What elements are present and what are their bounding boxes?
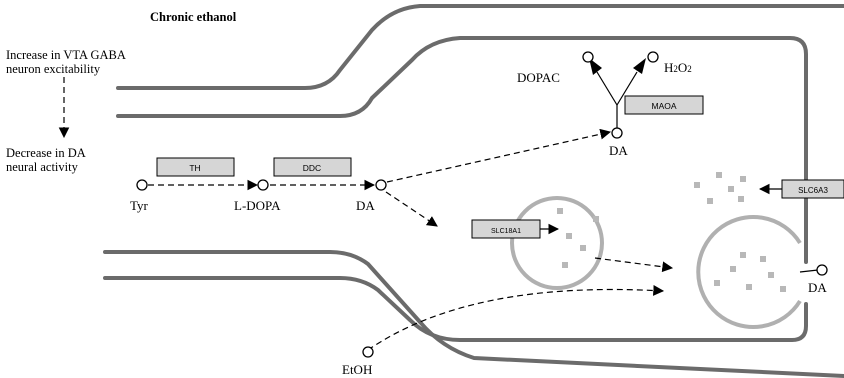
th-label: TH (189, 163, 200, 173)
note-top-line2: neuron excitability (6, 62, 101, 76)
synaptic-vesicle (510, 196, 604, 290)
diagram-title: Chronic ethanol (150, 10, 237, 24)
da-main-node (375, 179, 387, 191)
th-box (156, 157, 235, 177)
slc18a1-box (471, 219, 541, 239)
da-to-vesicle-arrow (385, 191, 438, 227)
da-synapse-node (816, 264, 828, 276)
da-main-label: DA (356, 198, 375, 213)
slc6a3-label: SLC6A3 (798, 186, 828, 195)
ldopa-label: L-DOPA (234, 198, 281, 213)
metabolite-nodes (136, 51, 828, 358)
da-cyto-node (611, 127, 623, 139)
tyr-node (136, 179, 148, 191)
note-bottom-line2: neural activity (6, 160, 79, 174)
enzyme-boxes (156, 95, 844, 239)
etoh-label: EtOH (342, 362, 372, 377)
dopac-arrowhead (589, 58, 602, 75)
etoh-arrow (367, 285, 665, 351)
da-cyto-label: DA (609, 143, 628, 158)
da-synapse-label: DA (808, 280, 827, 295)
maoa-box (624, 95, 704, 115)
reaction-arrows (58, 77, 674, 351)
da-to-cytosol-arrow (386, 128, 612, 183)
dopamine-granules (557, 172, 786, 292)
tyr-label: Tyr (130, 198, 149, 213)
h2o2-label: H2O2 (664, 60, 692, 75)
ldopa-node (257, 179, 269, 191)
ddc-label: DDC (303, 163, 321, 173)
slc18a1-label: SLC18A1 (491, 228, 521, 235)
axon-inner-top-wall (116, 36, 808, 264)
slc6a3-box (781, 179, 844, 199)
maoa-label: MAOA (651, 101, 676, 111)
release-arrow (594, 257, 674, 273)
ddc-box (273, 157, 352, 177)
axon-outer-bottom-wall (103, 250, 844, 378)
axon-outer-top-wall (116, 4, 844, 90)
fusing-vesicle (696, 215, 802, 329)
neuron-membrane (103, 4, 844, 378)
h2o2-arrowhead (633, 58, 646, 74)
dopac-label: DOPAC (517, 70, 560, 85)
note-top-line1: Increase in VTA GABA (6, 48, 126, 62)
note-bottom-line1: Decrease in DA (6, 146, 86, 160)
dopac-node (582, 51, 594, 63)
etoh-node (362, 346, 374, 358)
h2o2-node (647, 51, 659, 63)
